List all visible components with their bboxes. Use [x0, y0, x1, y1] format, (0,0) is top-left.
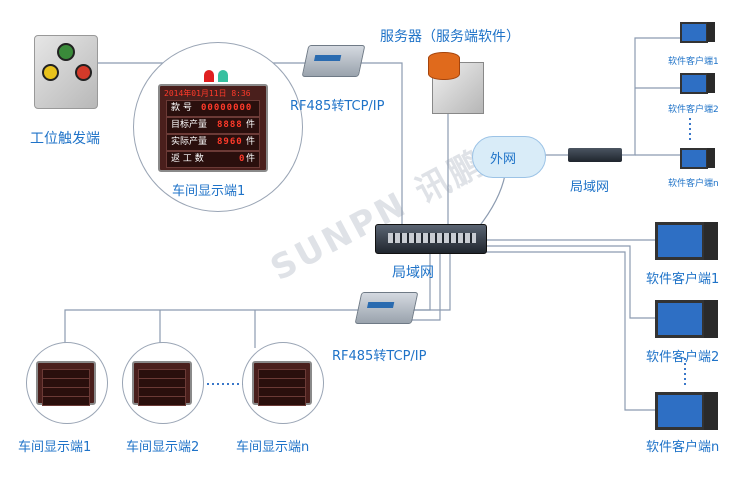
top-lan-label: 局域网	[570, 180, 610, 195]
top-lan-switch-icon	[568, 148, 622, 162]
converter-port	[367, 302, 395, 308]
bottom-display-2-label: 车间显示端2	[126, 440, 200, 455]
trigger-label: 工位触发端	[30, 131, 100, 147]
center-lan-label: 局域网	[392, 265, 434, 281]
mini-row	[42, 396, 90, 406]
board-row-actual: 实际产量 8960 件	[166, 134, 260, 151]
monitor-icon	[680, 22, 708, 43]
board-row-key: 款 号	[171, 103, 192, 113]
server-label: 服务器（服务端软件）	[380, 29, 520, 45]
mini-row	[138, 396, 186, 406]
mini-row	[258, 396, 306, 406]
internet-cloud-icon	[472, 136, 546, 178]
converter-bottom-label: RF485转TCP/IP	[332, 349, 427, 364]
board-beacon-icon-green	[218, 70, 228, 82]
monitor-icon	[680, 148, 708, 169]
monitor-icon	[680, 73, 708, 94]
converter-top-icon	[301, 45, 366, 77]
right-client-1-label: 软件客户端1	[646, 272, 720, 287]
right-client-n-label: 软件客户端n	[646, 440, 720, 455]
yellow-button-icon	[42, 64, 59, 81]
top-client-n-label: 软件客户端n	[668, 179, 719, 189]
tower-icon	[704, 222, 718, 260]
center-switch-icon	[375, 224, 487, 254]
tower-icon	[704, 392, 718, 430]
trigger-device	[34, 35, 98, 109]
bottom-display-2-board	[132, 361, 192, 406]
database-icon	[428, 52, 460, 80]
tower-icon	[707, 148, 715, 168]
switch-ports	[388, 233, 476, 243]
tower-icon	[704, 300, 718, 338]
display-main-label: 车间显示端1	[172, 184, 246, 199]
bottom-display-n-label: 车间显示端n	[236, 440, 310, 455]
board-beacon-icon	[204, 70, 214, 82]
top-client-2-label: 软件客户端2	[668, 105, 719, 115]
board-row-value: 0	[239, 154, 246, 164]
board-row-unit: 件	[245, 154, 255, 164]
red-button-icon	[75, 64, 92, 81]
board-row-value: 8960	[217, 137, 243, 147]
bottom-display-1-label: 车间显示端1	[18, 440, 92, 455]
converter-port	[314, 55, 342, 61]
board-row-target: 目标产量 8888 件	[166, 117, 260, 134]
board-row-value: 8888	[217, 120, 243, 130]
board-date: 2014年01月11日 8:36	[164, 89, 251, 98]
green-button-icon	[57, 43, 75, 61]
board-row-key: 返 工 数	[171, 154, 204, 164]
internet-label: 外网	[490, 152, 517, 167]
board-row-key: 目标产量	[171, 120, 208, 130]
monitor-icon	[655, 392, 705, 430]
tower-icon	[707, 22, 715, 42]
board-row-unit: 件	[245, 120, 255, 130]
monitor-icon	[655, 300, 705, 338]
right-client-2-label: 软件客户端2	[646, 350, 720, 365]
monitor-icon	[655, 222, 705, 260]
board-row-unit: 件	[245, 137, 255, 147]
main-led-board: 2014年01月11日 8:36 款 号 00000000 目标产量 8888 …	[158, 84, 268, 172]
tower-icon	[707, 73, 715, 93]
converter-top-label: RF485转TCP/IP	[290, 99, 385, 114]
board-row-style: 款 号 00000000	[166, 100, 260, 117]
converter-bottom-icon	[354, 292, 419, 324]
top-client-1-label: 软件客户端1	[668, 57, 719, 67]
bottom-display-n-board	[252, 361, 312, 406]
board-date-row: 2014年01月11日 8:36	[164, 88, 262, 99]
bottom-display-1-board	[36, 361, 96, 406]
board-row-key: 实际产量	[171, 137, 208, 147]
board-row-rework: 返 工 数 0 件	[166, 151, 260, 168]
board-row-value: 00000000	[201, 103, 253, 113]
